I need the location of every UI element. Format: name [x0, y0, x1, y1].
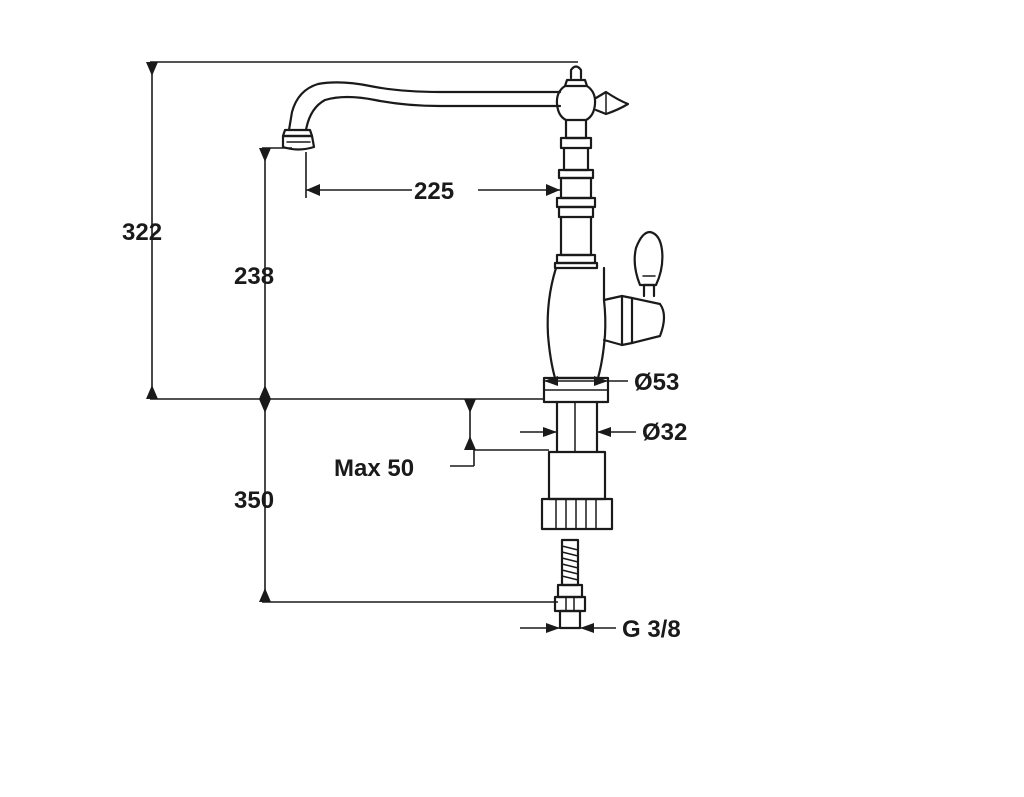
- label-max-deck: Max 50: [334, 455, 414, 482]
- mounting-nut: [540, 450, 614, 531]
- dim-total-height: [146, 61, 578, 399]
- shank: [555, 400, 599, 454]
- dim-base-diameter: [544, 376, 628, 386]
- label-connection-thread: G 3/8: [622, 616, 681, 643]
- label-spout-reach: 225: [414, 178, 454, 205]
- lower-body: [546, 266, 607, 380]
- dim-shank-diameter: [520, 427, 636, 437]
- top-finial: [563, 65, 589, 88]
- dim-max-deck: [450, 399, 549, 467]
- dimension-labels: 322 238 225 Ø53 Ø32 Max 50 350 G 3/8: [122, 178, 687, 643]
- dim-spout-height: [259, 147, 292, 399]
- label-base-diameter: Ø53: [634, 369, 679, 396]
- faucet-outline: [281, 65, 666, 630]
- label-shank-diameter: Ø32: [642, 419, 687, 446]
- dim-connection-thread: [520, 623, 616, 633]
- lever-handle: [602, 230, 666, 347]
- side-cap: [594, 90, 630, 116]
- label-hose-length: 350: [234, 487, 274, 514]
- spout-arm: [281, 81, 562, 151]
- upper-body: [553, 84, 599, 270]
- label-spout-height: 238: [234, 263, 274, 290]
- dim-hose-length: [259, 399, 558, 603]
- dim-spout-reach: [305, 152, 560, 198]
- label-total-height: 322: [122, 219, 162, 246]
- base-flange: [542, 376, 610, 404]
- flexible-hose: [553, 538, 587, 630]
- dimension-lines: [146, 61, 636, 633]
